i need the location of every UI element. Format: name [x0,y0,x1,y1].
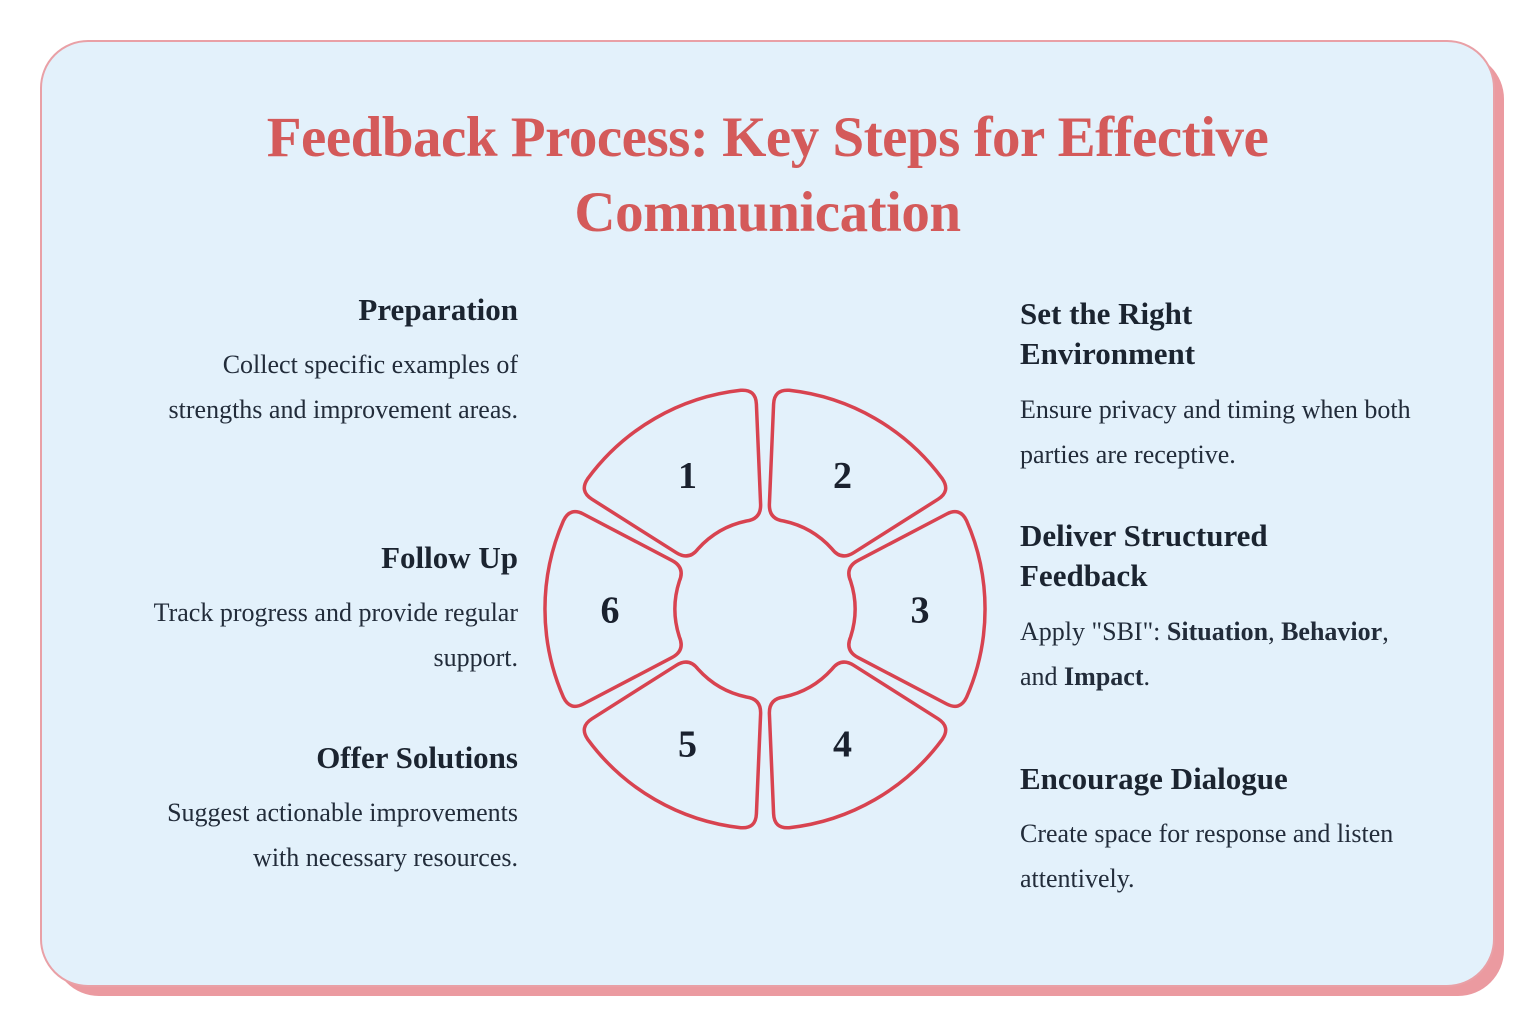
step-heading: Deliver Structured Feedback [1020,518,1268,594]
wheel-segment-4 [767,660,948,830]
wheel-segment-number-5: 5 [678,724,697,766]
step-heading: Offer Solutions [316,740,518,775]
wheel-segment-number-2: 2 [833,455,852,497]
bold-term: Situation [1166,616,1269,646]
step-block-encourage-dialogue: Encourage Dialogue Create space for resp… [1020,759,1430,901]
text-run: Apply "SBI": [1020,616,1167,646]
process-wheel: 1 2 3 4 5 6 [543,388,987,830]
step-block-deliver-feedback: Deliver Structured Feedback Apply "SBI":… [1020,516,1430,699]
step-heading: Encourage Dialogue [1020,761,1288,796]
wheel-segment-5 [582,660,763,830]
text-run: Collect specific examples of strengths a… [168,350,518,425]
text-run: . [1143,661,1150,691]
step-description: Collect specific examples of strengths a… [138,342,518,432]
bold-term: Impact [1064,661,1144,691]
step-description: Create space for response and listen att… [1020,811,1430,901]
wheel-segment-number-4: 4 [833,724,852,766]
wheel-segment-2 [767,388,948,558]
step-description: Track progress and provide regular suppo… [138,590,518,680]
step-heading: Follow Up [381,540,518,575]
step-description: Ensure privacy and timing when both part… [1020,387,1430,477]
step-block-follow-up: Follow Up Track progress and provide reg… [138,538,518,680]
text-run: , [1268,616,1282,646]
wheel-segment-3 [847,509,987,709]
step-description: Suggest actionable improvements with nec… [138,790,518,880]
wheel-segment-number-1: 1 [678,455,697,497]
text-run: Ensure privacy and timing when both part… [1020,394,1411,469]
text-run: Suggest actionable improvements with nec… [167,798,518,873]
step-block-preparation: Preparation Collect specific examples of… [138,290,518,432]
wheel-segment-1 [582,388,763,558]
text-run: Track progress and provide regular suppo… [153,598,518,673]
step-heading: Set the Right Environment [1020,296,1196,372]
step-heading: Preparation [358,292,518,327]
text-run: , and [1020,616,1389,691]
infographic-card: Feedback Process: Key Steps for Effectiv… [40,40,1495,987]
wheel-segment-6 [543,509,683,709]
wheel-segment-number-3: 3 [911,589,930,631]
step-description: Apply "SBI": Situation, Behavior, and Im… [1020,609,1430,699]
wheel-segment-number-6: 6 [601,589,620,631]
step-block-set-environment: Set the Right Environment Ensure privacy… [1020,294,1430,477]
text-run: Create space for response and listen att… [1020,819,1394,894]
step-block-offer-solutions: Offer Solutions Suggest actionable impro… [138,738,518,880]
page-title: Feedback Process: Key Steps for Effectiv… [266,106,1269,245]
bold-term: Behavior [1281,616,1383,646]
